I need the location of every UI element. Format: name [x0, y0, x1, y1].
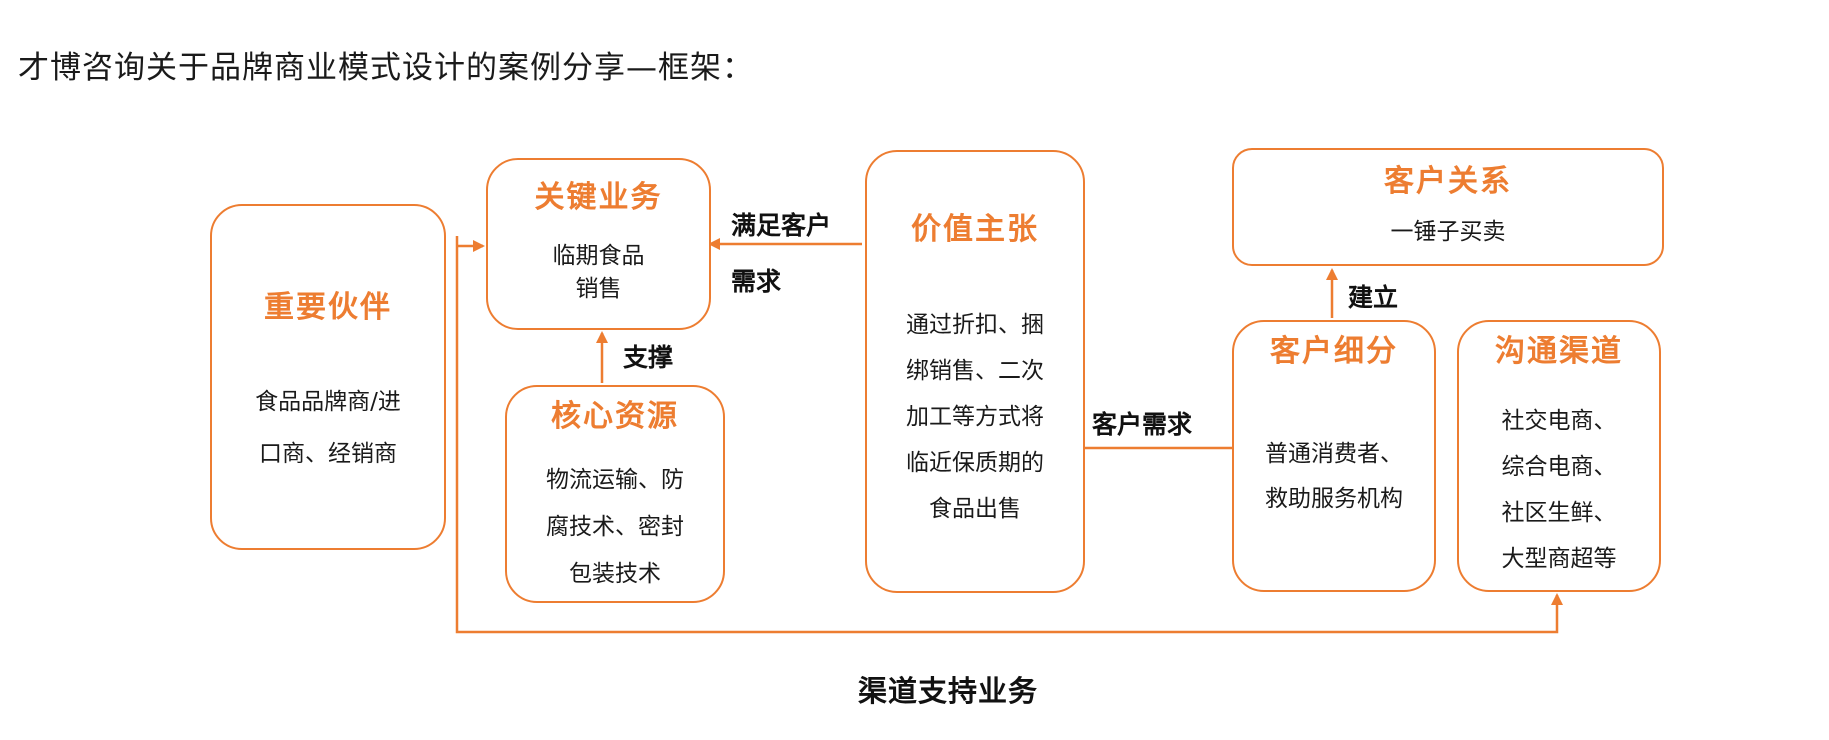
box-line: 普通消费者、: [1265, 441, 1403, 467]
box-line: 大型商超等: [1501, 546, 1617, 572]
box-line: 临近保质期的: [906, 450, 1044, 476]
box-key-activities-title: 关键业务: [534, 180, 663, 215]
box-line: 物流运输、防: [546, 467, 684, 493]
box-value-proposition-body: 通过折扣、捆 绑销售、二次 加工等方式将 临近保质期的 食品出售: [867, 302, 1083, 532]
box-channels-body: 社交电商、 综合电商、 社区生鲜、 大型商超等: [1459, 398, 1659, 582]
box-line: 社交电商、: [1501, 408, 1617, 434]
box-customer-relationships-body: 一锤子买卖: [1234, 216, 1662, 248]
label-channel-support: 渠道支持业务: [858, 674, 1039, 708]
box-line: 一锤子买卖: [1390, 219, 1506, 245]
box-key-resources-body: 物流运输、防 腐技术、密封 包装技术: [507, 457, 723, 598]
box-value-proposition: 价值主张 通过折扣、捆 绑销售、二次 加工等方式将 临近保质期的 食品出售: [865, 150, 1085, 593]
box-line: 食品品牌商/进: [255, 389, 401, 415]
label-meet-needs-line1: 满足客户: [731, 211, 832, 240]
box-key-activities: 关键业务 临期食品 销售: [486, 158, 711, 330]
box-key-partners-title: 重要伙伴: [264, 290, 392, 325]
label-build: 建立: [1348, 283, 1399, 312]
box-line: 绑销售、二次: [906, 358, 1044, 384]
label-support: 支撑: [623, 343, 674, 372]
box-customer-segments-title: 客户细分: [1270, 334, 1398, 369]
box-line: 临期食品: [552, 243, 645, 269]
box-channels: 沟通渠道 社交电商、 综合电商、 社区生鲜、 大型商超等: [1457, 320, 1661, 592]
box-line: 社区生鲜、: [1501, 500, 1617, 526]
box-line: 救助服务机构: [1265, 486, 1403, 512]
box-key-resources-title: 核心资源: [551, 399, 679, 434]
box-customer-segments: 客户细分 普通消费者、 救助服务机构: [1232, 320, 1436, 592]
box-line: 综合电商、: [1501, 454, 1617, 480]
label-meet-needs-line2: 需求: [731, 267, 782, 296]
box-customer-relationships: 客户关系 一锤子买卖: [1232, 148, 1664, 266]
box-line: 通过折扣、捆: [906, 312, 1044, 338]
box-key-activities-body: 临期食品 销售: [488, 240, 709, 306]
box-key-partners: 重要伙伴 食品品牌商/进 口商、经销商: [210, 204, 446, 550]
box-line: 包装技术: [569, 561, 661, 587]
box-line: 销售: [575, 276, 622, 302]
box-customer-segments-body: 普通消费者、 救助服务机构: [1234, 432, 1434, 522]
box-value-proposition-title: 价值主张: [911, 212, 1039, 247]
box-key-resources: 核心资源 物流运输、防 腐技术、密封 包装技术: [505, 385, 725, 603]
box-customer-relationships-title: 客户关系: [1384, 164, 1512, 199]
page-title: 才博咨询关于品牌商业模式设计的案例分享—框架：: [18, 50, 754, 86]
box-line: 口商、经销商: [259, 441, 397, 467]
box-line: 腐技术、密封: [546, 514, 684, 540]
box-key-partners-body: 食品品牌商/进 口商、经销商: [212, 376, 444, 480]
box-line: 加工等方式将: [906, 404, 1044, 430]
arrow-channel-loop: [455, 236, 1563, 634]
label-customer-needs: 客户需求: [1092, 410, 1193, 439]
box-line: 食品出售: [929, 496, 1021, 522]
box-channels-title: 沟通渠道: [1495, 334, 1623, 369]
